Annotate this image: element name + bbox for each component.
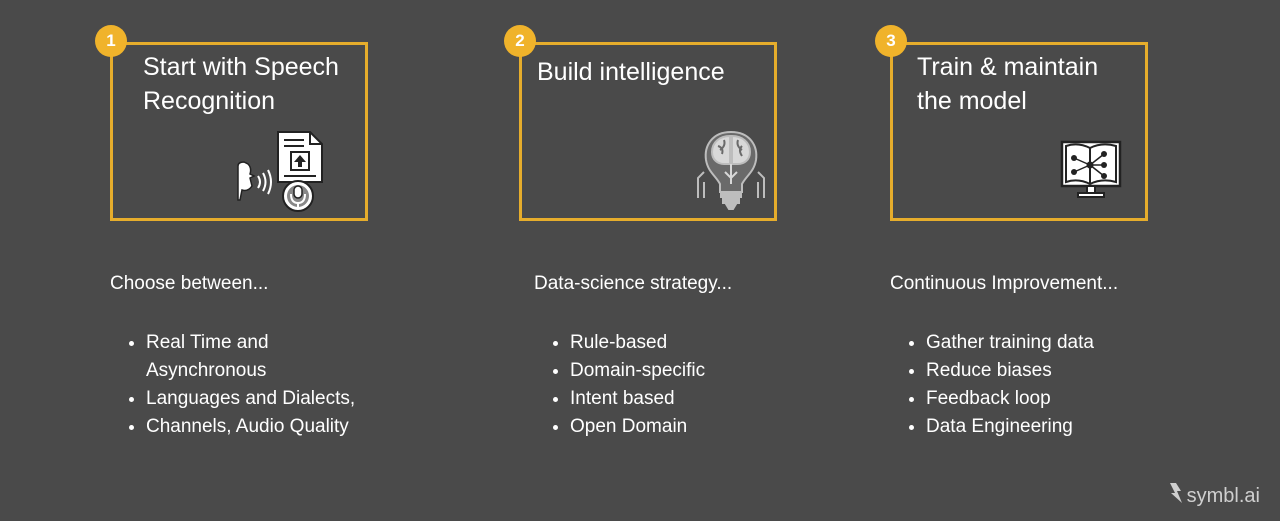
step-title-3: Train & maintain the model xyxy=(917,53,1099,115)
list-item: Intent based xyxy=(570,385,705,413)
speech-recognition-icon xyxy=(236,130,326,221)
list-item: Open Domain xyxy=(570,413,705,441)
step-bullet-list-3: Gather training data Reduce biases Feedb… xyxy=(890,329,1094,441)
step-bullet-list-1: Real Time and Asynchronous Languages and… xyxy=(110,329,355,441)
list-item: Feedback loop xyxy=(926,385,1094,413)
step-heading-3: Continuous Improvement... xyxy=(890,273,1119,294)
symbl-logo-icon xyxy=(1169,483,1183,509)
step-bullet-list-2: Rule-based Domain-specific Intent based … xyxy=(534,329,705,441)
list-item: Reduce biases xyxy=(926,357,1094,385)
step-number-badge-2: 2 xyxy=(504,25,536,57)
step-card-3 xyxy=(890,42,1148,221)
list-item: Data Engineering xyxy=(926,413,1094,441)
step-card-1 xyxy=(110,42,368,221)
step-heading-1: Choose between... xyxy=(110,273,269,294)
step-heading-2: Data-science strategy... xyxy=(534,273,733,294)
list-item: Rule-based xyxy=(570,329,705,357)
step-title-2: Build intelligence xyxy=(537,58,725,86)
list-item: Real Time and Asynchronous xyxy=(146,329,355,385)
book-network-icon xyxy=(1058,138,1124,205)
list-item: Languages and Dialects, xyxy=(146,385,355,413)
logo-text: symbl.ai xyxy=(1186,484,1260,507)
step-card-2 xyxy=(519,42,777,221)
step-number-badge-3: 3 xyxy=(875,25,907,57)
list-item: Channels, Audio Quality xyxy=(146,413,355,441)
list-item: Gather training data xyxy=(926,329,1094,357)
brain-lightbulb-icon xyxy=(694,128,768,217)
brand-logo: symbl.ai xyxy=(1169,483,1260,509)
step-number-badge-1: 1 xyxy=(95,25,127,57)
step-title-1: Start with Speech Recognition xyxy=(143,53,339,115)
list-item: Domain-specific xyxy=(570,357,705,385)
